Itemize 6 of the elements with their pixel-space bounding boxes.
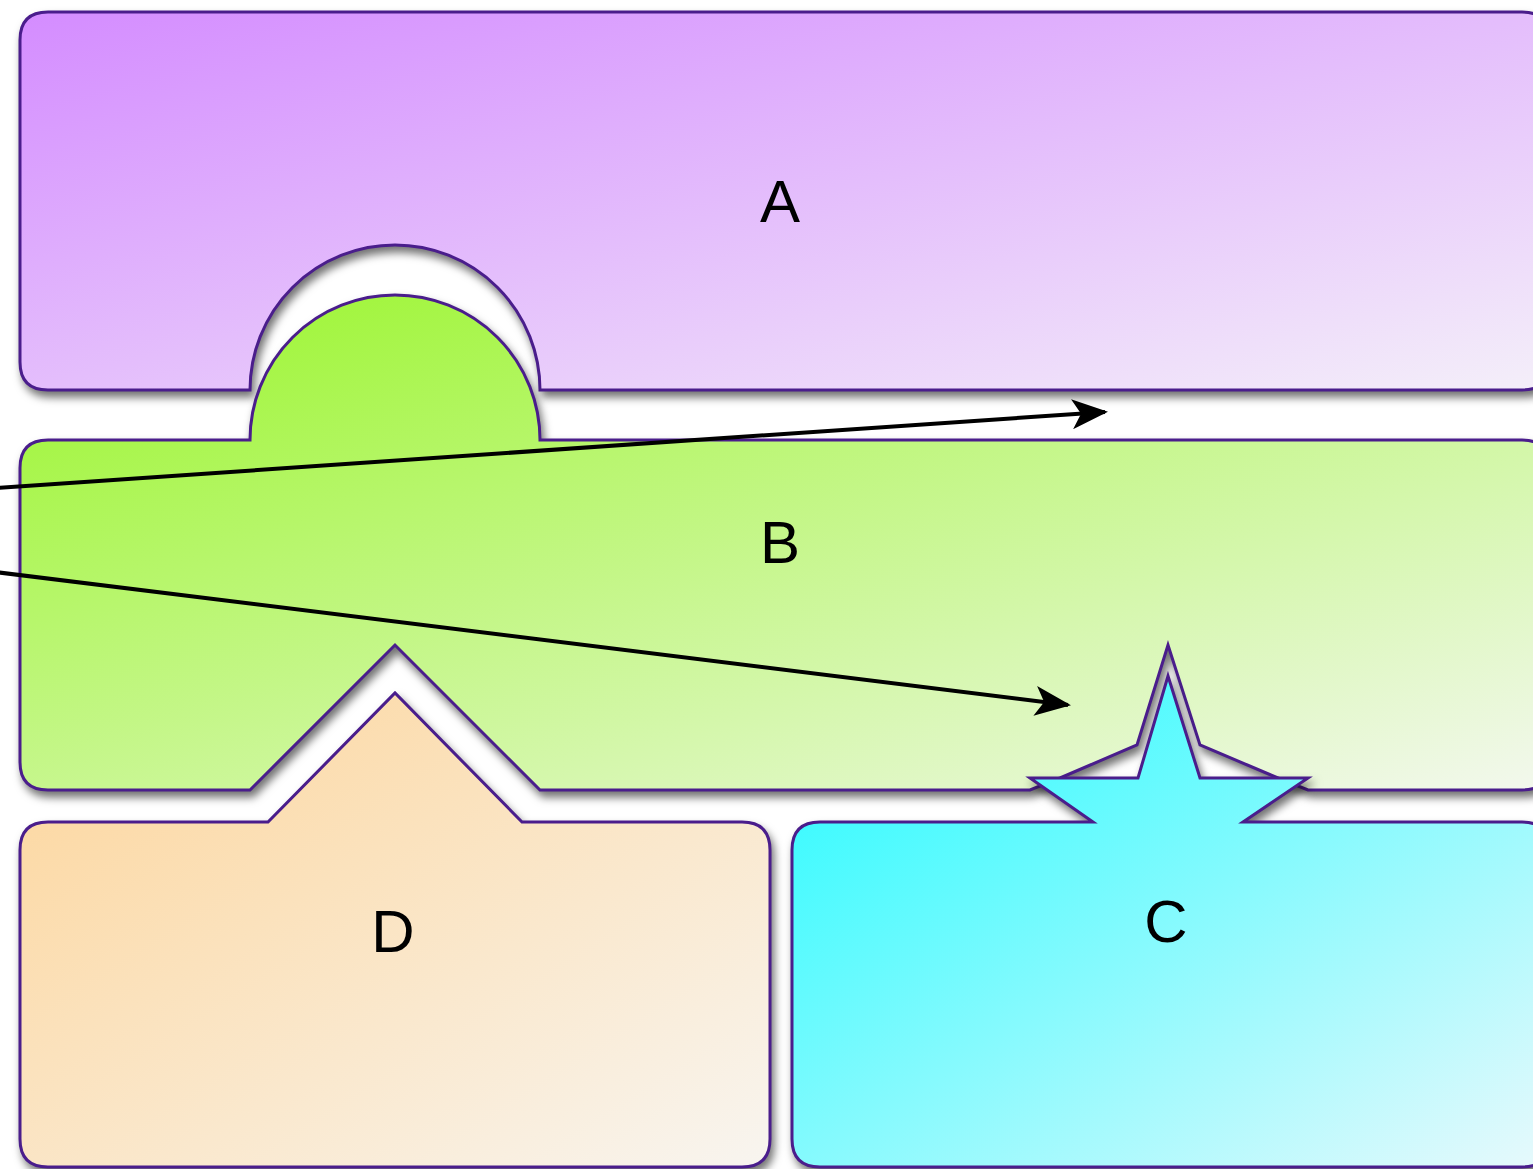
piece-label: B [760, 513, 800, 573]
piece-label: A [760, 172, 800, 232]
arrow [0, 570, 1071, 716]
piece-label: D [371, 902, 415, 962]
arrow [0, 399, 1108, 490]
piece-label: C [1144, 892, 1188, 952]
